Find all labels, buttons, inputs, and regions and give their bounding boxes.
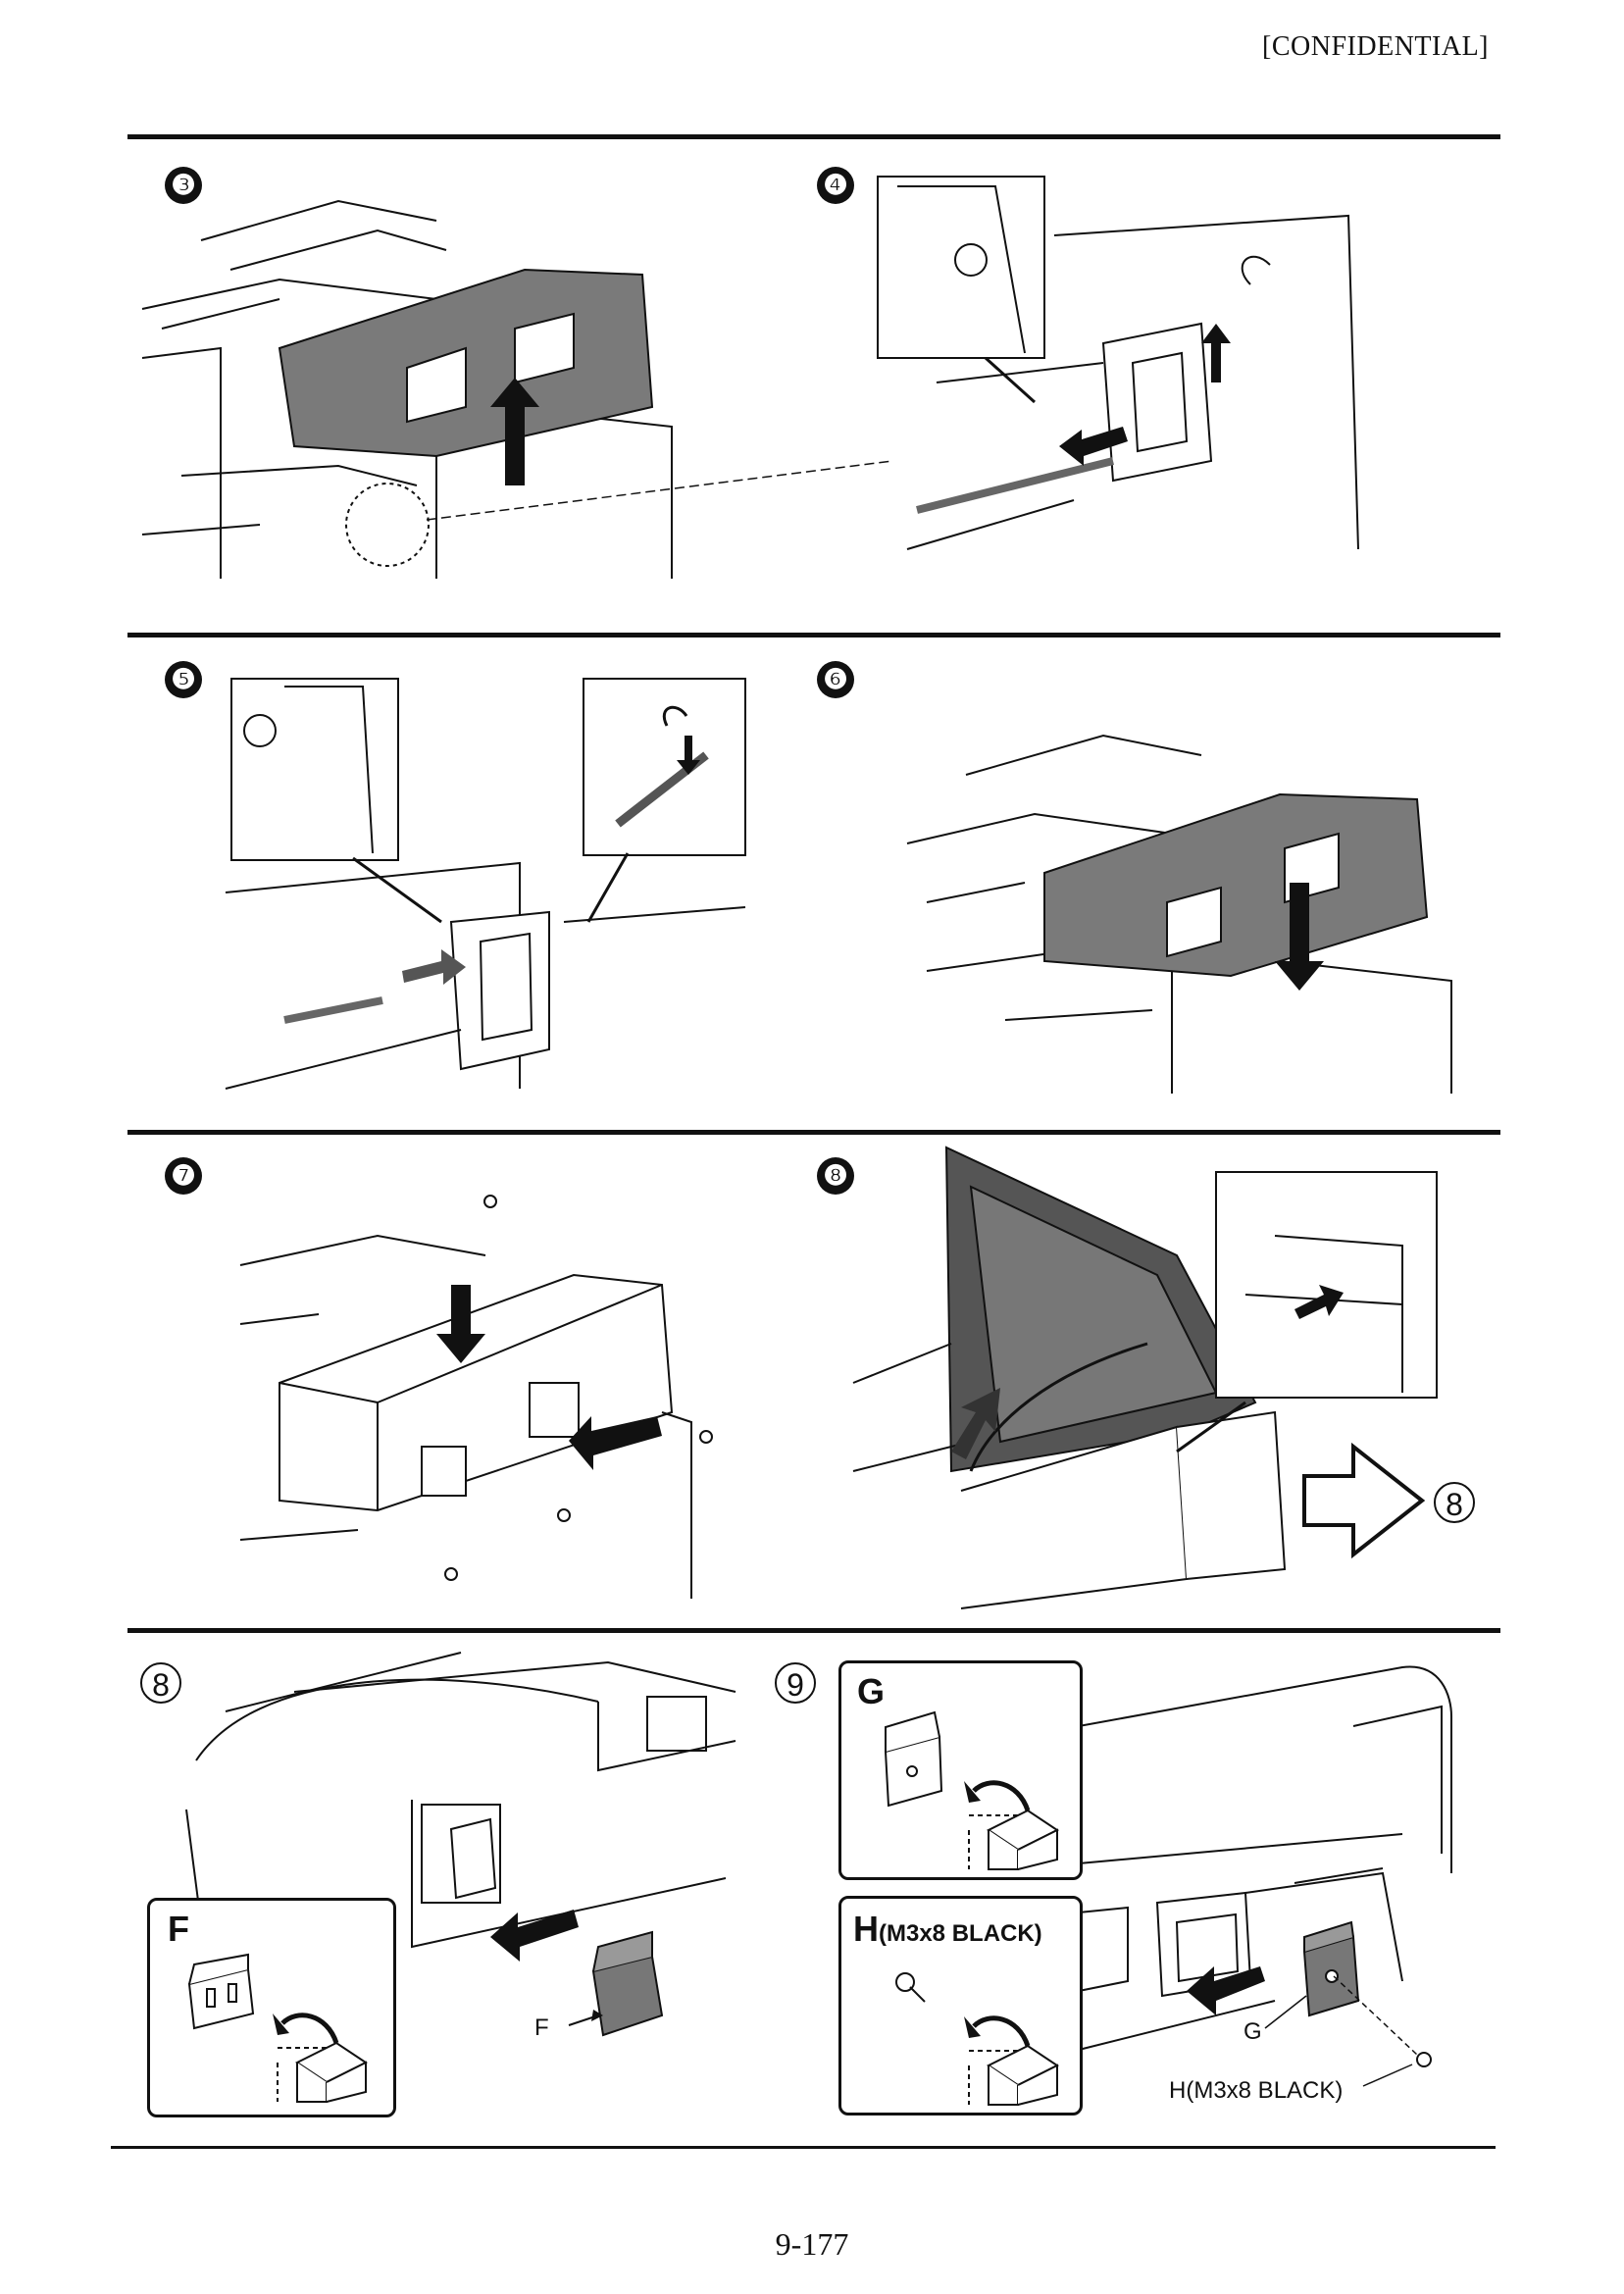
part-H-letter: H xyxy=(853,1909,879,1949)
bottom-rule xyxy=(111,2146,1496,2149)
part-G-callout: G xyxy=(1243,2018,1262,2045)
page-number: 9-177 xyxy=(775,2226,849,2262)
part-F-box-title: F xyxy=(168,1909,189,1949)
part-H-box: H(M3x8 BLACK) xyxy=(838,1896,1083,2116)
part-G-icon xyxy=(884,1710,1059,1870)
part-H-icon xyxy=(895,1972,1059,2106)
part-F-icon xyxy=(187,1953,368,2103)
step-9-illustration xyxy=(1078,1665,1452,2087)
part-F-callout: F xyxy=(534,2014,549,2041)
continue-step-ref: 8 xyxy=(1434,1482,1475,1523)
part-F-box: F xyxy=(147,1898,396,2117)
cover-shape xyxy=(1043,792,1429,978)
section-rule xyxy=(127,1628,1500,1633)
step-5-marker: ❺ xyxy=(165,661,202,698)
step-6-illustration xyxy=(906,734,1452,1094)
step-6-marker: ❻ xyxy=(817,661,854,698)
step-7-illustration xyxy=(239,1195,713,1599)
section-rule xyxy=(127,633,1500,637)
section-rule xyxy=(127,1130,1500,1135)
step-8b-marker: 8 xyxy=(140,1662,181,1704)
step-8-illustration xyxy=(852,1146,1438,1609)
confidential-label: [CONFIDENTIAL] xyxy=(1262,31,1489,62)
part-H-callout: H(M3x8 BLACK) xyxy=(1169,2077,1344,2104)
part-H-spec: (M3x8 BLACK) xyxy=(879,1920,1042,1947)
step-7-marker: ❼ xyxy=(165,1157,202,1195)
continue-arrow-icon xyxy=(1302,1442,1426,1559)
step-9-marker: 9 xyxy=(775,1662,816,1704)
step-8-marker: ❽ xyxy=(817,1157,854,1195)
step-3-marker: ❸ xyxy=(165,167,202,204)
part-G-box: G xyxy=(838,1660,1083,1880)
step-4-marker: ❹ xyxy=(817,167,854,204)
part-H-box-title: H(M3x8 BLACK) xyxy=(853,1909,1042,1950)
part-G-box-title: G xyxy=(857,1671,886,1711)
step-4-illustration xyxy=(877,176,1359,550)
step-5-illustration xyxy=(225,678,746,1090)
step-3-illustration xyxy=(141,199,893,579)
section-rule xyxy=(127,134,1500,139)
